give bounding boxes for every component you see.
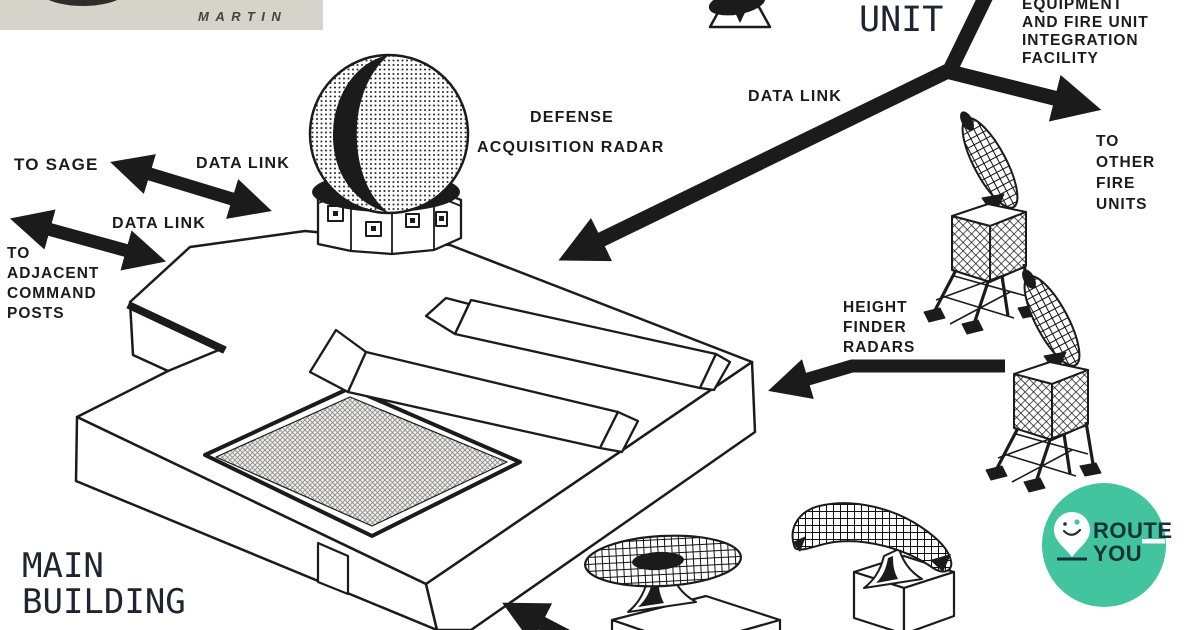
antenna-tip-right: [930, 554, 951, 572]
pin-eye-dot: [1063, 522, 1067, 526]
tower-cab-right: [989, 211, 1027, 283]
label-line: HEIGHT: [843, 299, 908, 316]
radome-crescent-shadow: [332, 55, 389, 213]
radar-pedestal-shadow: [876, 556, 898, 583]
martin-oval-logo-icon: [48, 0, 118, 6]
label-line: OTHER: [1096, 154, 1155, 171]
data-link-arrow-main: [558, 0, 993, 262]
label-line: EQUIPMENT: [1022, 0, 1123, 13]
label-line: DEFENSE: [530, 109, 614, 126]
label-line: UNITS: [1096, 196, 1148, 213]
label-line: BUILDING: [22, 582, 186, 622]
arrow-height-finder: [768, 359, 1005, 400]
label-line: RADARS: [843, 339, 915, 356]
martin-banner: MARTIN: [0, 0, 323, 30]
wing-step-line: [167, 345, 227, 373]
label-line: ACQUISITION RADAR: [477, 139, 665, 156]
roof-screen-panel-mesh: [215, 396, 508, 527]
arrow-bottom-left: [502, 602, 571, 630]
label-line: TO: [7, 245, 30, 262]
main-building-illustration: [74, 229, 757, 630]
arrow-to-other-fire-units: [948, 64, 1102, 122]
label-height-finder-radars: HEIGHT FINDER RADARS: [843, 299, 915, 356]
label-data-link-adjacent: DATA LINK: [112, 215, 206, 232]
label-line: ADJACENT: [7, 265, 99, 282]
routeyou-brand-line1: ROUTE: [1093, 518, 1173, 543]
tower-cab-left: [951, 215, 991, 283]
routeyou-badge[interactable]: ROUTE YOU: [1042, 483, 1173, 607]
data-link-arrow-sage: [110, 154, 272, 219]
label-line: AND FIRE UNIT: [1022, 14, 1149, 31]
label-line: MAIN: [22, 546, 104, 586]
search-radar-right: [791, 502, 956, 630]
label-line: TO: [1096, 133, 1119, 150]
height-finder-antenna-tip: [960, 111, 974, 131]
arrows: [9, 0, 1102, 630]
label-line: COMMAND: [7, 285, 97, 302]
building-east-wall: [424, 360, 757, 630]
radar-box-side: [610, 618, 782, 630]
roof-bar-rear: [424, 296, 732, 392]
label-line: FIRE: [1096, 175, 1135, 192]
label-line: FACILITY: [1022, 50, 1099, 67]
label-data-link-sage: DATA LINK: [196, 155, 290, 172]
label-to-sage: TO SAGE: [14, 155, 99, 174]
pin-smile: [1062, 528, 1082, 536]
radar-dish-center: [632, 551, 684, 571]
building-door: [316, 541, 350, 596]
label-main-building: MAIN BUILDING: [22, 546, 186, 622]
label-defense-acquisition-radar: DEFENSE ACQUISITION RADAR: [477, 109, 665, 156]
label-data-link-top: DATA LINK: [748, 88, 842, 105]
radar-curved-antenna: [791, 502, 953, 573]
tower-braces: [935, 267, 1027, 325]
routeyou-dash: [1142, 539, 1165, 544]
wing-fascia-strip: [126, 301, 227, 354]
label-unit: UNIT: [859, 0, 943, 40]
label-to-other-fire-units: TO OTHER FIRE UNITS: [1096, 133, 1155, 213]
martin-logo-text: MARTIN: [198, 9, 287, 24]
martin-banner-bg: [0, 0, 323, 30]
pin-accent-dot: [1074, 519, 1080, 525]
data-link-arrow-adjacent: [9, 209, 167, 271]
radar-box-right: [902, 570, 956, 630]
routeyou-brand-line2: YOU: [1093, 541, 1142, 566]
roof-bar-front: [308, 328, 640, 454]
search-radar-left: [583, 534, 782, 630]
top-edge-radar-dish: [708, 0, 766, 16]
label-line: POSTS: [7, 305, 65, 322]
top-edge-radar: [708, 0, 772, 29]
radome: [308, 53, 470, 215]
label-to-adjacent-command-posts: TO ADJACENT COMMAND POSTS: [7, 245, 99, 322]
antenna-tip-left: [793, 536, 806, 552]
label-equipment-facility: EQUIPMENT AND FIRE UNIT INTEGRATION FACI…: [1022, 0, 1149, 67]
label-line: INTEGRATION: [1022, 32, 1139, 49]
label-line: FINDER: [843, 319, 907, 336]
